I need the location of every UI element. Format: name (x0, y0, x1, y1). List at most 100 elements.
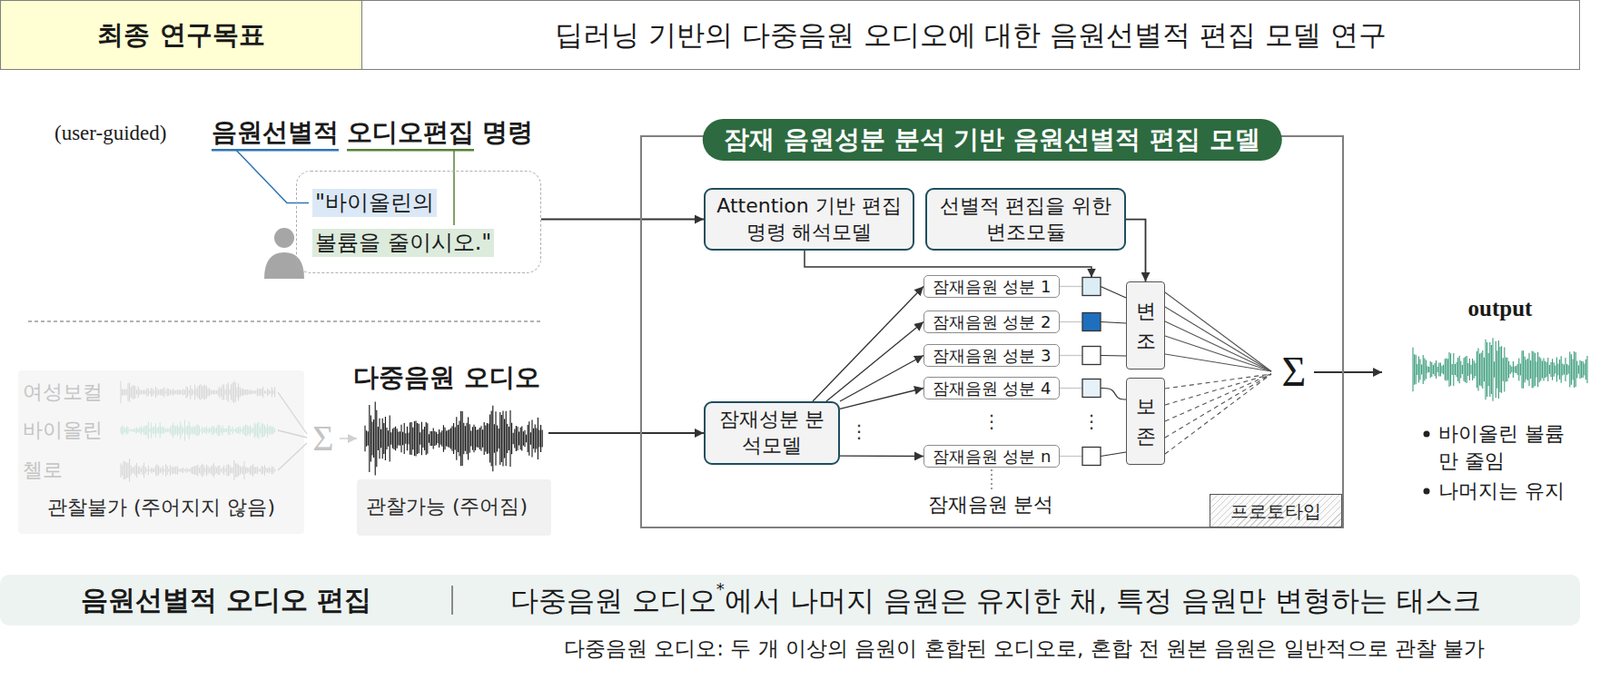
connector-line (1100, 322, 1126, 325)
node-text: 최종 연구목표 (97, 18, 265, 53)
node-text: 첼로 (22, 457, 63, 484)
connector-line (277, 392, 307, 435)
leader-line (453, 149, 455, 226)
connector-line (1100, 286, 1126, 299)
waveform (120, 419, 276, 441)
footnote-text: 다중음원 오디오: 두 개 이상의 음원이 혼합된 오디오로, 혼합 전 원본 … (563, 635, 1485, 663)
node-text: 바이올린 (22, 417, 103, 445)
connector-line (1059, 355, 1083, 356)
underline (346, 148, 475, 152)
bullet-dot (1423, 431, 1431, 438)
person-icon (264, 252, 305, 279)
leader-line (236, 149, 309, 203)
node-text: 볼륨을 줄이시오." (312, 228, 494, 257)
panel-background (18, 370, 305, 534)
waveform (120, 458, 276, 483)
connector-line (1100, 388, 1126, 401)
connector-line (1165, 321, 1272, 372)
connector-line (1059, 286, 1083, 287)
command-bubble: "바이올린의볼륨을 줄이시오." (296, 170, 542, 274)
node-text: 딥러닝 기반의 다중음원 오디오에 대한 음원선별적 편집 모델 연구 (554, 16, 1387, 53)
node-text: 잠재성분 분석모델 (712, 406, 831, 459)
node-text: 여성보컬 (22, 379, 103, 406)
heading-word: 오디오편집 (346, 116, 475, 149)
connector-line (1165, 306, 1272, 372)
latent-component-box: 잠재음원 성분 2 (923, 310, 1060, 334)
weight-square (1082, 346, 1101, 366)
bullet-dot (1423, 488, 1431, 495)
weight-square (1082, 447, 1101, 466)
connector-line (1059, 455, 1083, 457)
node-text: 잠재음원 성분 2 (932, 312, 1052, 333)
waveform (365, 402, 543, 476)
ellipsis-mark: ⋮ (982, 412, 1001, 431)
command-parser-box: Attention 기반 편집명령 해석모델 (703, 187, 915, 251)
node-text: 변조 (1135, 296, 1156, 356)
node-text: 관찰불가 (주어지지 않음) (18, 494, 305, 522)
node-text: * (716, 578, 725, 600)
person-icon (274, 227, 295, 248)
node-text: 다중음원 오디오 (345, 361, 549, 395)
underline (211, 148, 339, 152)
connector-line (1059, 387, 1083, 389)
ellipsis-mark: ⋮ (1082, 412, 1101, 431)
latent-component-box: 잠재음원 성분 4 (923, 376, 1060, 400)
arrow-line (804, 250, 1092, 278)
modulation-module-box: 선별적 편집을 위한 변조모듈 (925, 187, 1126, 251)
node-text: Attention 기반 편집명령 해석모델 (712, 193, 906, 246)
node-text: 보존 (1135, 391, 1156, 452)
qualifier-text: (user-guided) (54, 119, 167, 148)
divider-line (451, 585, 454, 615)
prototype-box: 프로토타입 (1209, 493, 1343, 528)
connector-line (1165, 292, 1272, 372)
band-background (0, 574, 1581, 626)
node-text: 다중음원 오디오 (510, 582, 717, 619)
arrow-connector (541, 218, 704, 221)
arrow-connector (826, 322, 924, 403)
modulate-box: 변조 (1125, 281, 1166, 370)
connector-line (1059, 321, 1083, 323)
weight-square (1082, 313, 1101, 332)
connector-line (1165, 354, 1272, 372)
weight-square (1082, 277, 1101, 297)
latent-component-box: 잠재음원 성분 n (923, 444, 1060, 468)
goal-text-cell: 딥러닝 기반의 다중음원 오디오에 대한 음원선별적 편집 모델 연구 (362, 0, 1581, 70)
connector-line (1165, 335, 1272, 372)
separator-line (28, 320, 542, 322)
node-text: 잠재 음원성분 분석 기반 음원선별적 편집 모델 (701, 118, 1283, 161)
definition-band: 음원선별적 오디오 편집다중음원 오디오*에서 나머지 음원은 유지한 채, 특… (0, 574, 1581, 626)
weight-square (1082, 379, 1101, 398)
dotted-line (990, 469, 992, 490)
connector-line (1100, 452, 1126, 457)
arrow-connector (839, 388, 924, 410)
connector-line (1100, 355, 1126, 357)
latent-component-box: 잠재음원 성분 1 (923, 275, 1060, 298)
bullet-text: 바이올린 볼륨만 줄임 (1438, 420, 1575, 475)
arrow-connector (839, 455, 924, 458)
output-label: output (1468, 294, 1533, 325)
ellipsis-mark: ⋮ (849, 422, 869, 441)
heading-word: 음원선별적 (211, 116, 339, 149)
node-text: 음원선별적 오디오 편집 (0, 582, 453, 618)
waveform (1412, 337, 1588, 401)
heading-word: 명령 (482, 116, 534, 149)
node-text: 잠재음원 성분 1 (932, 276, 1052, 297)
goal-header-cell: 최종 연구목표 (0, 0, 363, 70)
node-text: 프로토타입 (1230, 499, 1322, 524)
mixture-audio-panel: 다중음원 오디오관찰가능 (주어짐) (345, 358, 549, 536)
arrow-connector (839, 355, 924, 403)
component-analysis-box: 잠재성분 분석모델 (703, 401, 840, 465)
bullet-text: 나머지는 유지 (1438, 477, 1575, 505)
connector-line (1165, 374, 1272, 438)
node-text: 잠재음원 성분 4 (932, 378, 1052, 399)
sum-symbol: Σ (312, 420, 334, 457)
node-text: 관찰가능 (주어짐) (345, 493, 549, 521)
hidden-sources-panel: 여성보컬바이올린첼로관찰불가 (주어지지 않음) (18, 370, 305, 534)
sum-symbol: Σ (1282, 351, 1307, 394)
arrow-line (1313, 371, 1383, 374)
connector-line (1165, 374, 1272, 405)
arrow-line (339, 437, 357, 440)
arrow-connector (1125, 219, 1146, 282)
